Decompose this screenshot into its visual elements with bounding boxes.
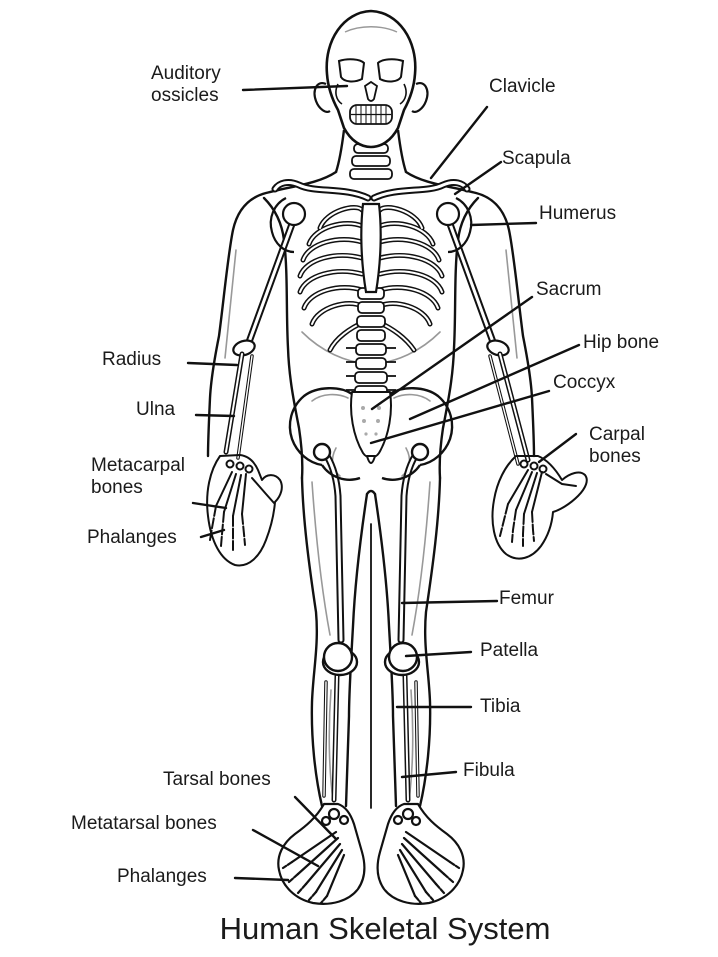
label-patella: Patella <box>480 640 539 661</box>
cranium <box>325 9 417 149</box>
label-metacarpal-bones: Metacarpal bones <box>91 455 185 498</box>
leader-radius <box>186 361 239 367</box>
label-auditory-ossicles: Auditory ossicles <box>151 63 221 106</box>
label-coccyx: Coccyx <box>553 372 616 393</box>
label-tarsal-bones: Tarsal bones <box>163 769 271 790</box>
hand-right <box>491 455 588 560</box>
nasal-aperture <box>363 80 379 102</box>
teeth <box>349 104 393 125</box>
label-tibia: Tibia <box>480 696 521 717</box>
leader-tarsal-bones <box>293 795 338 841</box>
pelvis <box>288 387 454 481</box>
foot-right <box>376 802 465 905</box>
leader-femur <box>400 599 499 605</box>
leader-coccyx <box>369 389 551 445</box>
ear-right <box>411 82 429 113</box>
label-carpal-bones: Carpal bones <box>589 424 645 467</box>
leader-lines <box>186 84 581 882</box>
patella-right <box>387 641 419 673</box>
leader-metatarsal-bones <box>251 828 320 868</box>
leader-phalanges-hand <box>199 528 226 539</box>
label-fibula: Fibula <box>463 760 515 781</box>
scapulae <box>232 197 510 357</box>
leader-phalanges-foot <box>233 876 290 882</box>
leader-scapula <box>453 160 503 196</box>
label-sacrum: Sacrum <box>536 279 602 300</box>
label-humerus: Humerus <box>539 203 617 224</box>
eye-socket-right <box>376 58 405 83</box>
foot-left <box>277 802 366 905</box>
leader-carpal-bones <box>537 432 578 464</box>
leader-patella <box>404 650 473 658</box>
diagram-title: Human Skeletal System <box>219 911 551 946</box>
knees <box>321 641 421 677</box>
label-metatarsal-bones: Metatarsal bones <box>71 813 217 834</box>
leader-auditory-ossicles <box>241 84 349 92</box>
label-hip-bone: Hip bone <box>583 332 660 353</box>
leader-humerus <box>469 221 538 227</box>
leader-sacrum <box>370 295 534 411</box>
label-scapula: Scapula <box>502 148 571 169</box>
eye-socket-left <box>337 58 366 83</box>
label-clavicle: Clavicle <box>489 76 556 97</box>
label-phalanges-hand: Phalanges <box>87 527 177 548</box>
neck-outline <box>334 129 408 173</box>
label-radius: Radius <box>102 349 162 370</box>
label-femur: Femur <box>499 588 554 609</box>
leader-fibula <box>400 770 458 779</box>
patella-left <box>322 641 354 673</box>
leader-metacarpal-bones <box>191 501 228 510</box>
skull <box>313 9 429 180</box>
label-phalanges-foot: Phalanges <box>117 866 207 887</box>
gray-detail-lines <box>224 249 518 801</box>
leader-ulna <box>194 413 236 418</box>
hand-left <box>206 454 283 567</box>
sternum <box>360 202 382 294</box>
ear-left <box>313 82 331 113</box>
leader-hip-bone <box>408 343 581 421</box>
label-ulna: Ulna <box>136 399 176 420</box>
leader-clavicle <box>429 105 489 180</box>
sacral-foramina <box>361 406 381 436</box>
